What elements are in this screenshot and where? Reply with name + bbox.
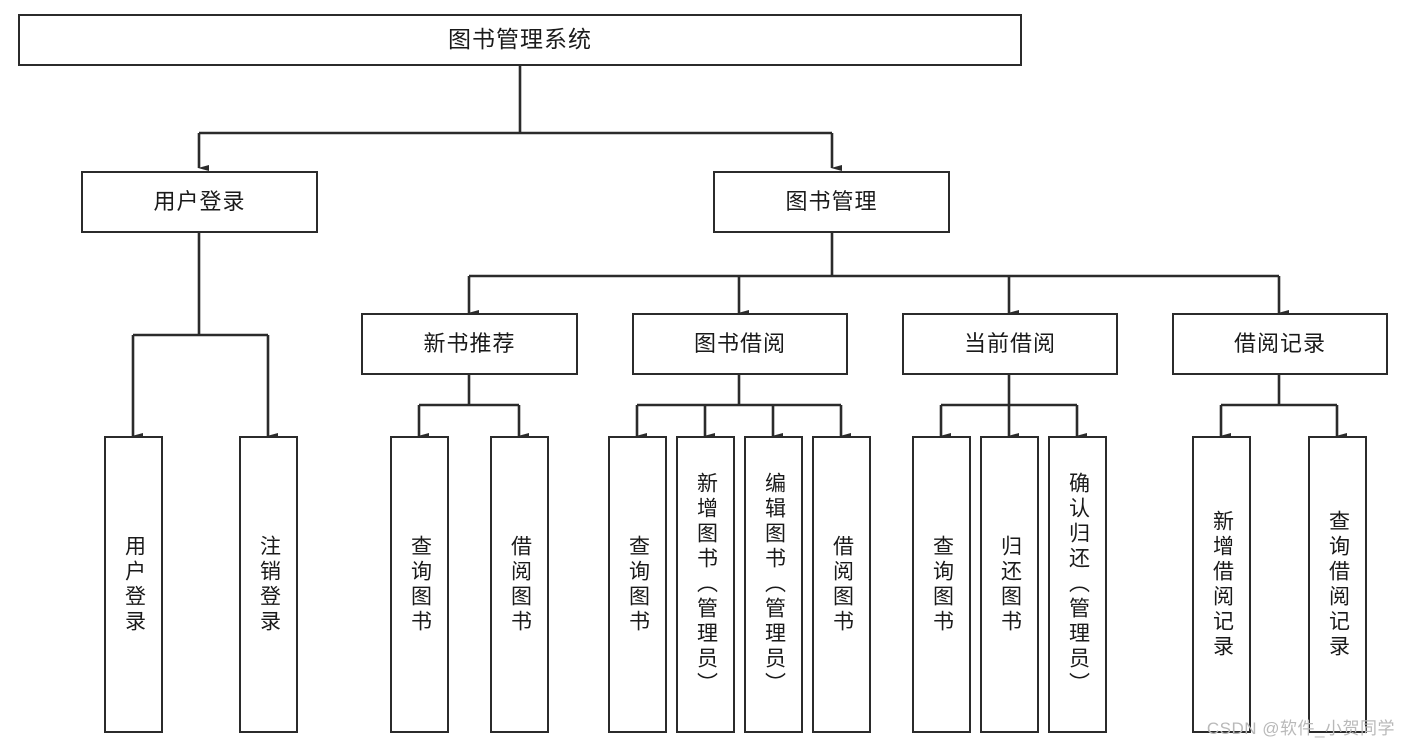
leaf-user-login[interactable]: 用户登录 [104, 436, 163, 733]
node-new-book-recommend[interactable]: 新书推荐 [361, 313, 578, 375]
leaf-query-book-recommend[interactable]: 查询图书 [390, 436, 449, 733]
leaf-user-logout[interactable]: 注销登录 [239, 436, 298, 733]
node-user-login[interactable]: 用户登录 [81, 171, 318, 233]
node-root-system[interactable]: 图书管理系统 [18, 14, 1022, 66]
leaf-return-book[interactable]: 归还图书 [980, 436, 1039, 733]
node-borrow-record[interactable]: 借阅记录 [1172, 313, 1388, 375]
leaf-query-borrow-record[interactable]: 查询借阅记录 [1308, 436, 1367, 733]
node-book-management[interactable]: 图书管理 [713, 171, 950, 233]
node-book-borrow[interactable]: 图书借阅 [632, 313, 848, 375]
leaf-query-book-borrow[interactable]: 查询图书 [608, 436, 667, 733]
node-current-borrow[interactable]: 当前借阅 [902, 313, 1118, 375]
leaf-add-borrow-record[interactable]: 新增借阅记录 [1192, 436, 1251, 733]
leaf-edit-book-admin[interactable]: 编辑图书（管理员） [744, 436, 803, 733]
leaf-query-book-current[interactable]: 查询图书 [912, 436, 971, 733]
leaf-borrow-book-recommend[interactable]: 借阅图书 [490, 436, 549, 733]
leaf-confirm-return-admin[interactable]: 确认归还（管理员） [1048, 436, 1107, 733]
watermark: CSDN @软件_小贺同学 [1206, 719, 1395, 738]
leaf-borrow-book-borrow[interactable]: 借阅图书 [812, 436, 871, 733]
leaf-add-book-admin[interactable]: 新增图书（管理员） [676, 436, 735, 733]
